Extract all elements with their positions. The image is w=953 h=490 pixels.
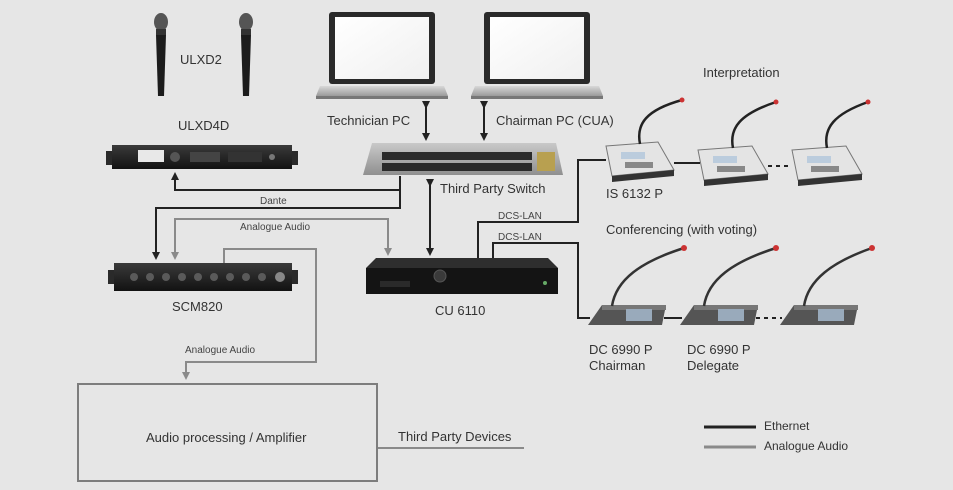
- interpreter-desk-2: [697, 99, 779, 186]
- interpreter-desk-3: [791, 99, 871, 186]
- label-conferencing: Conferencing (with voting): [606, 222, 758, 237]
- conference-desk-chairman: [588, 245, 687, 325]
- label-dc6990-del-role: Delegate: [687, 358, 740, 373]
- label-dc6990-chair-model: DC 6990 P: [589, 342, 653, 357]
- label-chairman-pc: Chairman PC (CUA): [496, 113, 614, 128]
- cu6110-unit: [366, 258, 558, 294]
- label-dc6990-chair-role: Chairman: [589, 358, 646, 373]
- technician-laptop: [316, 12, 448, 99]
- label-switch: Third Party Switch: [440, 181, 546, 196]
- ulxd4d-receiver: [106, 145, 298, 169]
- legend-analogue-label: Analogue Audio: [764, 439, 849, 453]
- analogue-connections: [171, 218, 524, 449]
- label-is6132: IS 6132 P: [606, 186, 664, 201]
- label-analogue-audio-1: Analogue Audio: [240, 222, 311, 233]
- label-ulxd4d: ULXD4D: [178, 118, 230, 133]
- label-dcs-lan-1: DCS-LAN: [498, 211, 542, 222]
- label-ulxd2: ULXD2: [180, 52, 222, 67]
- label-dc6990-del-model: DC 6990 P: [687, 342, 751, 357]
- label-dante: Dante: [260, 196, 287, 207]
- audio-processing-box: [77, 383, 378, 482]
- legend-ethernet-label: Ethernet: [764, 419, 810, 433]
- scm820-mixer: [108, 263, 298, 291]
- conference-desk-delegate: [680, 245, 779, 325]
- label-interpretation: Interpretation: [703, 65, 780, 80]
- label-audio-processing: Audio processing / Amplifier: [146, 430, 307, 445]
- label-dcs-lan-2: DCS-LAN: [498, 232, 542, 243]
- label-third-party-devices: Third Party Devices: [398, 429, 512, 444]
- network-switch: [363, 143, 563, 175]
- label-analogue-audio-2: Analogue Audio: [185, 345, 256, 356]
- ethernet-connections: [152, 101, 792, 319]
- interpreter-desk-1: [605, 97, 685, 182]
- label-technician-pc: Technician PC: [327, 113, 411, 128]
- handheld-mic-1: [154, 13, 168, 96]
- label-cu6110: CU 6110: [435, 303, 486, 318]
- handheld-mic-2: [239, 13, 253, 96]
- label-scm820: SCM820: [172, 299, 223, 314]
- chairman-laptop: [471, 12, 603, 99]
- conference-desk-delegate-2: [780, 245, 875, 325]
